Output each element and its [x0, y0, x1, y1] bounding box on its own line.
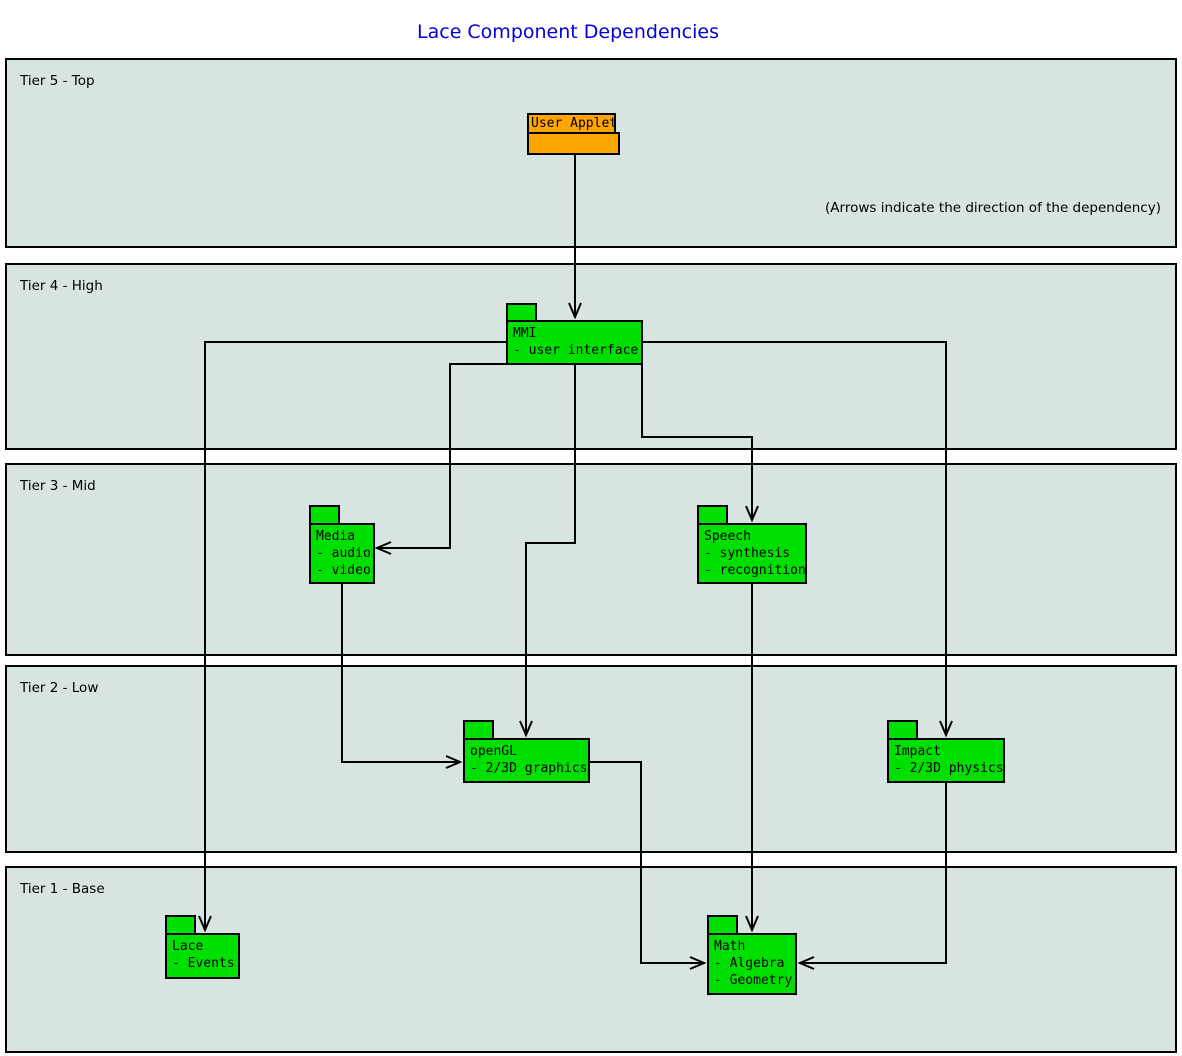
- folder-tab: [165, 915, 196, 935]
- component-item: - audio: [316, 546, 371, 561]
- tier-label: Tier 4 - High: [20, 278, 103, 294]
- edge-media-to-opengl: [341, 583, 460, 762]
- component-body: openGL - 2/3D graphics: [463, 738, 590, 783]
- edge-mmi-to-lace: [205, 341, 507, 930]
- component-item: - Algebra: [714, 956, 785, 971]
- tier-2-low: Tier 2 - Low: [5, 665, 1177, 853]
- component-body: Lace - Events: [165, 933, 240, 979]
- component-body: Speech - synthesis - recognition: [697, 523, 807, 584]
- folder-tab: [697, 505, 728, 525]
- component-name: openGL: [470, 744, 517, 759]
- component-name: Impact: [894, 744, 941, 759]
- component-name: MMI: [513, 326, 537, 341]
- tier-label: Tier 5 - Top: [20, 73, 95, 89]
- component-item: - user interface: [513, 343, 639, 358]
- edge-mmi-to-media: [377, 363, 506, 548]
- component-name: Math: [714, 939, 746, 954]
- user-applet-body: [527, 132, 620, 155]
- component-body: MMI - user interface: [506, 320, 643, 365]
- component-body: Impact - 2/3D physics: [887, 738, 1005, 783]
- folder-tab: [309, 505, 340, 525]
- edge-opengl-to-math: [589, 761, 704, 963]
- folder-tab: [887, 720, 918, 740]
- component-item: - 2/3D physics: [894, 761, 1004, 776]
- folder-tab: [463, 720, 494, 740]
- tier-3-mid: Tier 3 - Mid: [5, 463, 1177, 656]
- component-item: - recognition: [704, 563, 806, 578]
- folder-tab: [707, 915, 738, 935]
- component-body: Media - audio - video: [309, 523, 375, 584]
- edge-mmi-to-speech: [641, 364, 752, 520]
- component-name: Speech: [704, 529, 751, 544]
- user-applet-label: User Applet: [527, 113, 617, 134]
- component-item: - Geometry: [714, 973, 793, 988]
- component-name: Media: [316, 529, 356, 544]
- edge-mmi-to-impact: [642, 341, 946, 735]
- component-item: - video: [316, 563, 371, 578]
- diagram-title: Lace Component Dependencies: [417, 21, 719, 43]
- tier-label: Tier 1 - Base: [20, 881, 105, 897]
- component-body: Math - Algebra - Geometry: [707, 933, 797, 995]
- component-item: - synthesis: [704, 546, 791, 561]
- component-item: - 2/3D graphics: [470, 761, 588, 776]
- edge-mmi-to-opengl: [526, 364, 576, 735]
- dependency-note: (Arrows indicate the direction of the de…: [825, 200, 1161, 216]
- tier-label: Tier 2 - Low: [20, 680, 99, 696]
- component-name: Lace: [172, 939, 204, 954]
- edge-impact-to-math: [800, 782, 947, 963]
- tier-label: Tier 3 - Mid: [20, 478, 96, 494]
- component-item: - Events: [172, 956, 235, 971]
